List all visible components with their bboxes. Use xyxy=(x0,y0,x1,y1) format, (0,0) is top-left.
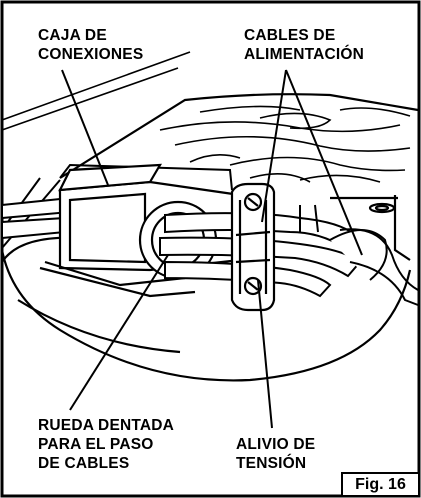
junction-box-label-line2: CONEXIONES xyxy=(38,46,144,63)
leader-lines xyxy=(61,69,363,429)
strain-relief-label: ALIVIO DE TENSIÓN xyxy=(236,435,315,473)
grommet-label-line3: DE CABLES xyxy=(38,455,130,472)
strain-relief-label-line2: TENSIÓN xyxy=(236,455,307,472)
wood-joist xyxy=(1,51,419,183)
grommet-label-line2: PARA EL PASO xyxy=(38,436,154,453)
grommet-label-line1: RUEDA DENTADA xyxy=(38,417,175,434)
junction-box-label: CAJA DE CONEXIONES xyxy=(38,26,143,64)
power-cables-label-line2: ALIMENTACIÓN xyxy=(244,46,365,63)
strain-relief-clamp xyxy=(230,182,276,312)
junction-box-label-line1: CAJA DE xyxy=(38,27,107,44)
power-cables xyxy=(159,204,419,306)
power-cables-label-line1: CABLES DE xyxy=(244,27,336,44)
power-cables-label: CABLES DE ALIMENTACIÓN xyxy=(244,26,364,64)
figure-number: Fig. 16 xyxy=(341,472,418,495)
grommet-label: RUEDA DENTADA PARA EL PASO DE CABLES xyxy=(38,416,174,473)
cables-left xyxy=(1,196,71,240)
strain-relief-label-line1: ALIVIO DE xyxy=(236,436,316,453)
